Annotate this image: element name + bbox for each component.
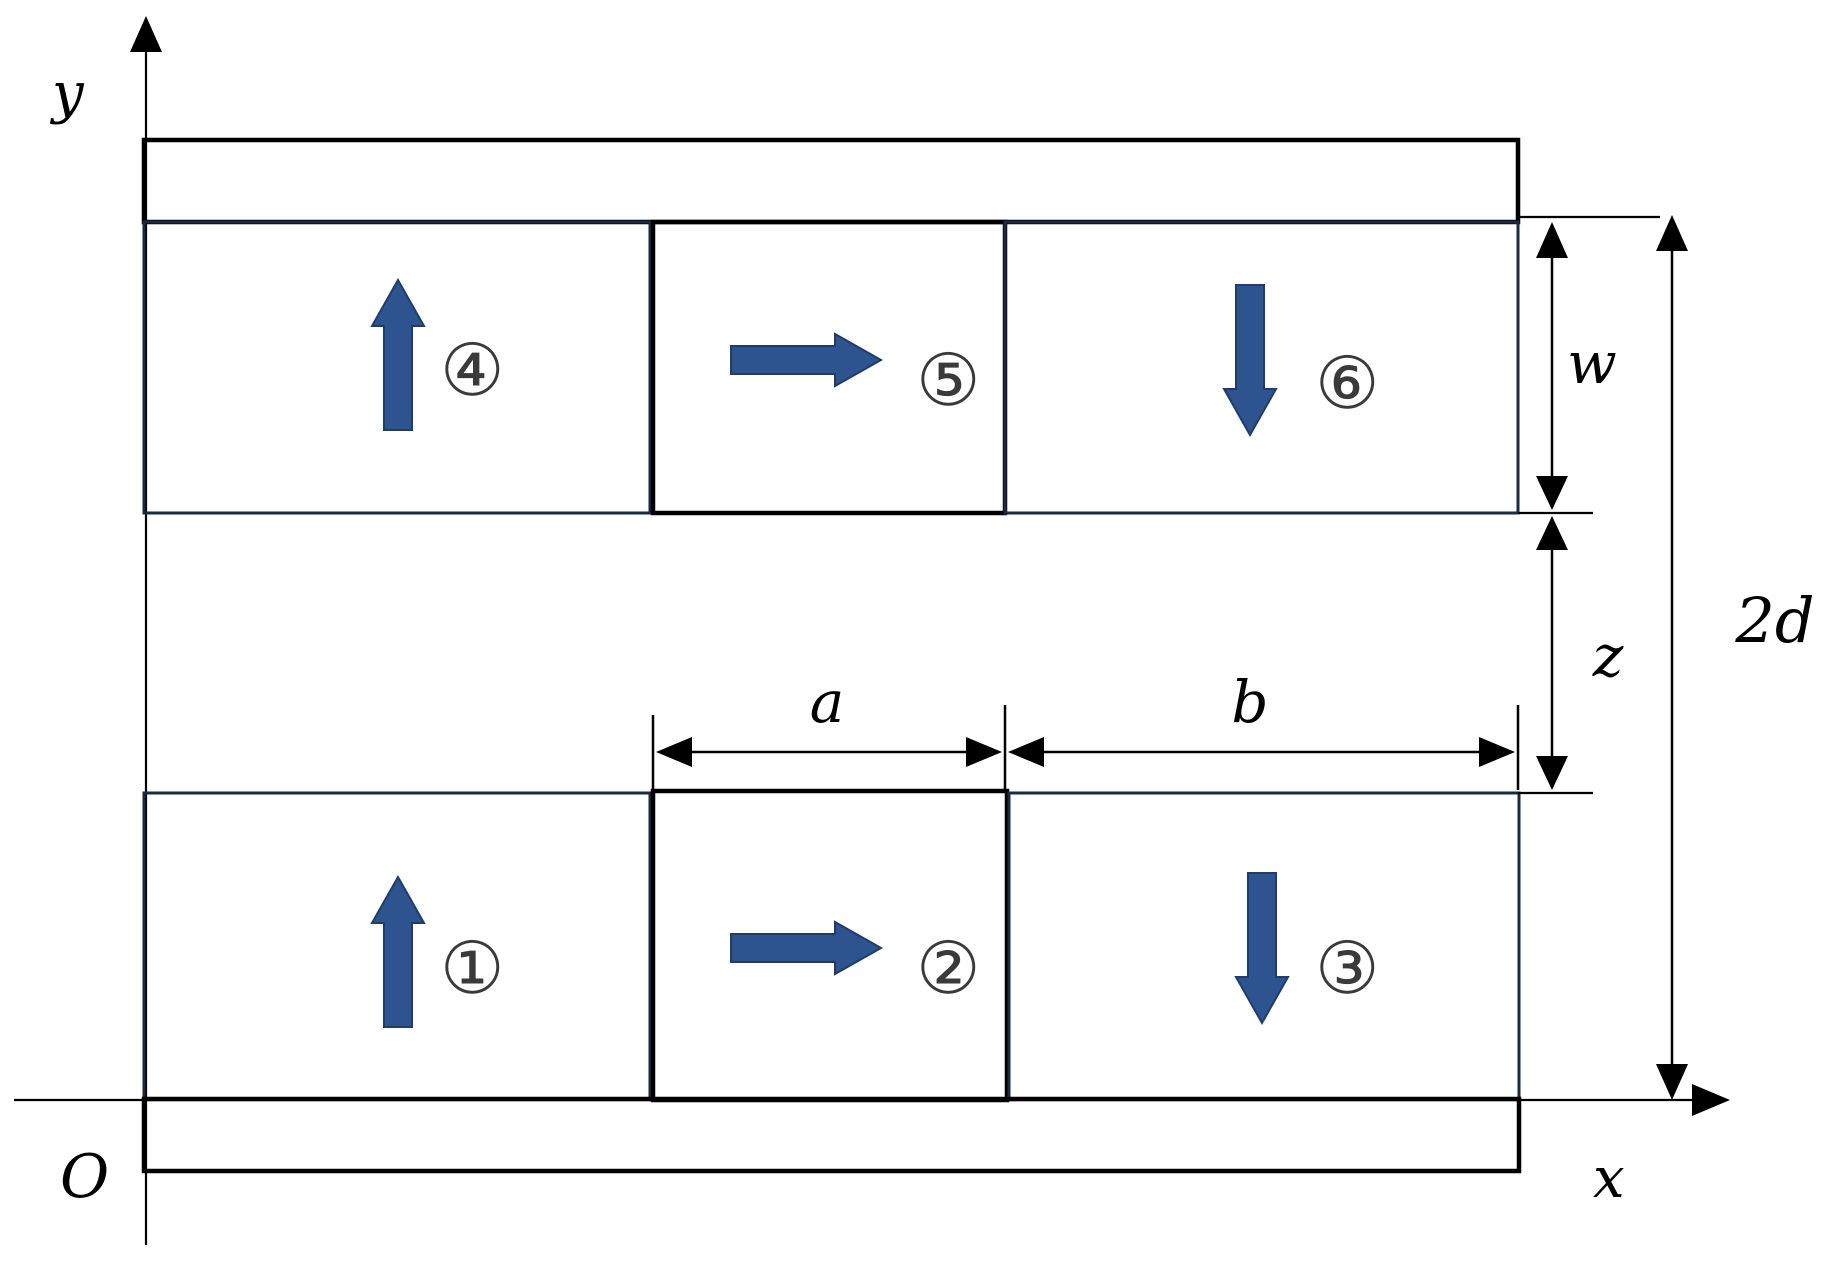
top-yoke [141,137,1521,225]
dimension-b-label: b [1231,668,1268,736]
magnet-6-label: ⑥ [1315,341,1380,425]
magnet-5-label: ⑤ [916,338,981,422]
dimension-2d-label: 2d [1734,584,1814,657]
magnetization-arrow-1-up-icon [370,874,426,1028]
dimension-a [651,705,1007,790]
magnetization-arrow-3-down-icon [1234,872,1290,1026]
magnet-6-block [1003,220,1520,515]
magnetization-arrow-6-down-icon [1222,284,1278,438]
magnet-2-label: ② [916,926,981,1010]
bottom-yoke [141,1096,1522,1174]
magnet-4-label: ④ [440,328,505,412]
magnetization-arrow-5-right-icon [730,332,884,388]
y-axis-label: y [49,61,85,126]
magnet-3-label: ③ [1315,926,1380,1010]
dimension-2d [1656,215,1688,1100]
origin-label: O [60,1142,109,1212]
dimension-z-label: z [1592,622,1624,690]
y-axis [130,16,162,1245]
magnet-4-block [142,220,652,515]
magnetization-arrow-4-up-icon [370,277,426,431]
dimension-a-label: a [810,668,845,736]
magnet-1-label: ① [440,926,505,1010]
magnetization-arrows [370,277,1290,1028]
y-axis-arrowhead [130,16,162,52]
dimension-w-label: w [1567,329,1617,397]
dimension-w-z [1518,215,1660,795]
dimension-b [1008,705,1520,790]
top-magnet-row [142,219,1520,516]
magnetization-arrow-2-right-icon [730,920,884,976]
x-axis-arrowhead [1692,1084,1730,1116]
x-axis-label: x [1593,1146,1625,1211]
